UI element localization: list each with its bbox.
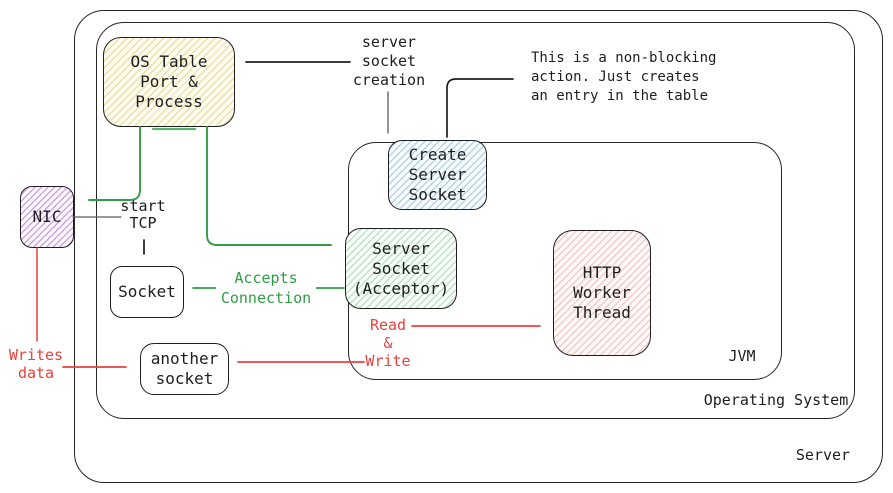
node-label-line: Server — [408, 165, 467, 184]
node-label-line: Thread — [573, 303, 631, 322]
annotation-line: creation — [352, 71, 426, 89]
node-another-socket: another socket — [140, 343, 229, 395]
node-server-socket-acceptor: Server Socket (Acceptor) — [345, 228, 457, 309]
annotation-line: start — [120, 197, 166, 215]
annotation-line: Connection — [220, 289, 312, 307]
annotation-writes-data: Writes data — [7, 346, 65, 382]
node-label-line: Port & — [140, 72, 198, 91]
node-os-table-port-process: OS Table Port & Process — [103, 37, 235, 127]
annotation-line: an entry in the table — [531, 88, 709, 104]
node-label-line: Socket — [408, 185, 467, 204]
node-label-line: HTTP — [582, 263, 622, 282]
annotation-line: Write — [365, 352, 411, 370]
annotation-line: data — [17, 364, 55, 382]
operating-system-label: Operating System — [703, 391, 849, 409]
node-create-server-socket: Create Server Socket — [388, 140, 487, 210]
annotation-line: Accepts — [234, 269, 298, 287]
annotation-line: socket — [361, 52, 417, 70]
node-label-line: another — [150, 349, 219, 368]
annotation-line: TCP — [129, 214, 157, 232]
operating-system-container — [96, 22, 855, 419]
annotation-line: server — [361, 33, 417, 51]
annotation-line: & — [383, 334, 393, 352]
node-http-worker-thread: HTTP Worker Thread — [553, 230, 651, 356]
node-nic: NIC — [20, 186, 74, 248]
annotation-line: Writes — [8, 346, 64, 364]
server-label: Server — [795, 446, 851, 464]
node-label-line: NIC — [32, 207, 62, 226]
annotation-line: Read — [369, 316, 407, 334]
jvm-label: JVM — [728, 347, 756, 365]
node-label-line: Socket — [372, 258, 430, 278]
node-socket: Socket — [110, 266, 184, 318]
annotation-line: action. Just creates — [531, 69, 700, 85]
node-label-line: Socket — [118, 282, 176, 301]
server-container — [74, 10, 883, 483]
annotation-non-blocking-note: This is a non-blocking action. Just crea… — [531, 49, 731, 106]
annotation-server-socket-creation: server socket creation — [329, 33, 449, 90]
node-label-line: Worker — [573, 283, 631, 302]
annotation-read-write: Read & Write — [358, 316, 418, 370]
node-label-line: Process — [135, 92, 203, 111]
annotation-start-tcp: start TCP — [113, 198, 173, 232]
node-label-line: Server — [372, 238, 430, 258]
node-label-line: Create — [408, 145, 467, 164]
node-label-line: OS Table — [130, 52, 208, 71]
node-label-line: (Acceptor) — [352, 278, 450, 298]
annotation-accepts-connection: Accepts Connection — [216, 268, 316, 308]
node-label-line: socket — [155, 369, 214, 388]
annotation-line: This is a non-blocking — [531, 50, 717, 66]
